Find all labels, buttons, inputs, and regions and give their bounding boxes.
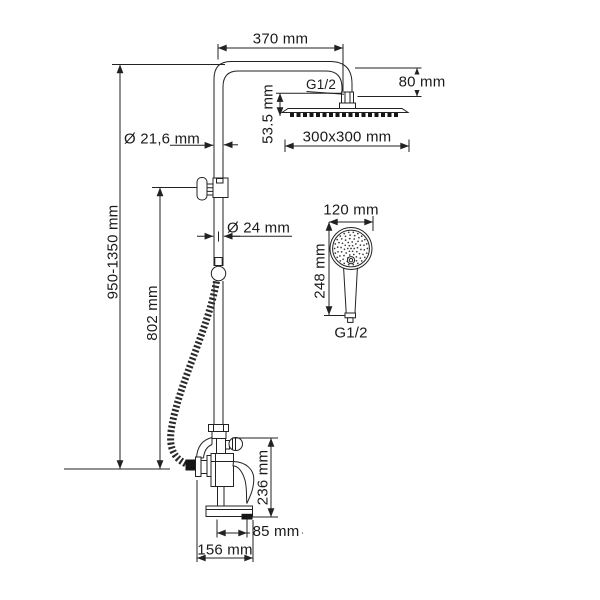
dim-156: 156 mm xyxy=(196,480,254,562)
dim-80: 80 mm xyxy=(355,67,446,97)
rain-shower-head xyxy=(280,108,410,117)
rain-head-connector xyxy=(339,91,356,111)
dim-21-6-label: Ø 21,6 mm xyxy=(124,131,200,148)
shower-arm xyxy=(213,61,353,178)
dim-950-1350: 950-1350 mm xyxy=(105,64,225,470)
g12-top-label: G1/2 xyxy=(306,77,336,92)
slider-knob xyxy=(210,265,227,282)
mixer-assembly xyxy=(195,424,255,520)
mode-button xyxy=(346,256,356,265)
dim-53-5: 53.5 mm xyxy=(260,84,342,144)
dim-300x300: 300x300 mm xyxy=(284,129,410,152)
dim-85-label: 85 mm xyxy=(253,523,300,540)
mixer-foot xyxy=(205,505,253,517)
slider-clamp xyxy=(214,257,223,266)
dim-248-label: 248 mm xyxy=(312,243,329,298)
dim-53-5-label: 53.5 mm xyxy=(260,84,277,144)
dim-802-label: 802 mm xyxy=(144,285,161,340)
dim-248: 248 mm xyxy=(312,221,345,316)
dim-370: 370 mm xyxy=(217,31,344,91)
label-mask xyxy=(400,74,444,90)
shower-hose xyxy=(167,280,220,471)
spout xyxy=(232,460,255,504)
hand-shower-handle xyxy=(343,267,358,314)
hand-shower-spray-dots xyxy=(333,231,369,266)
dim-236-label: 236 mm xyxy=(255,450,272,505)
hose-fitting xyxy=(185,459,197,471)
dim-g12-top: G1/2 xyxy=(306,77,345,95)
dim-80-label: 80 mm xyxy=(399,74,446,91)
dim-21-6: Ø 21,6 mm xyxy=(124,131,238,149)
g12-hand-label: G1/2 xyxy=(334,325,367,342)
dim-85: 85 mm xyxy=(216,519,303,540)
dim-370-label: 370 mm xyxy=(253,31,308,48)
label-mask xyxy=(250,523,302,539)
mixer-body xyxy=(210,453,234,487)
dim-802: 802 mm xyxy=(144,187,197,470)
dim-300x300-label: 300x300 mm xyxy=(303,129,392,146)
wall-bracket xyxy=(196,177,229,201)
dim-120-label: 120 mm xyxy=(323,202,378,219)
shower-column-pipe xyxy=(210,198,227,425)
dim-236: 236 mm xyxy=(232,437,278,518)
dim-120: 120 mm xyxy=(323,202,378,231)
dim-950-1350-label: 950-1350 mm xyxy=(105,205,122,300)
hand-shower xyxy=(329,227,373,323)
dim-24: Ø 24 mm xyxy=(197,220,292,242)
dim-156-label: 156 mm xyxy=(197,542,252,559)
left-elbow xyxy=(196,437,213,459)
dim-24-label: Ø 24 mm xyxy=(227,220,290,237)
